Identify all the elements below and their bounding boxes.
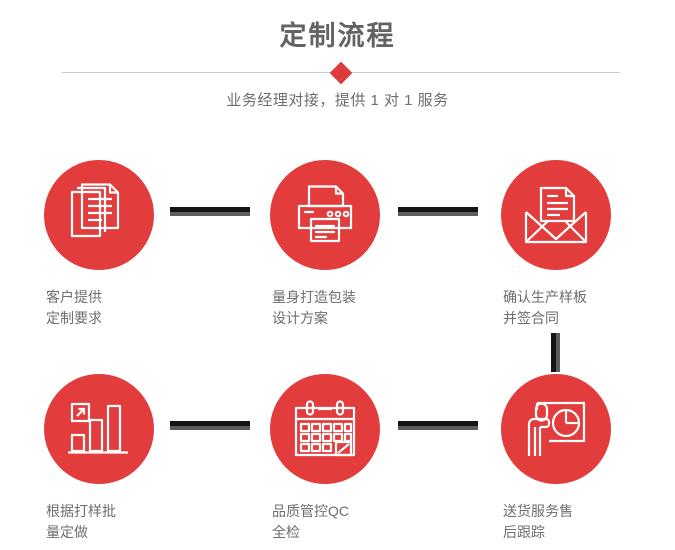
- diamond-marker-icon: [329, 61, 353, 85]
- step-6-label: 送货服务售 后跟踪: [503, 503, 573, 540]
- connector-2-3: [398, 207, 478, 216]
- step-5[interactable]: 品质管控QC 全检: [250, 374, 400, 543]
- connector-3-4: [551, 333, 560, 372]
- step-1-circle: [44, 160, 154, 270]
- step-3-label: 确认生产样板 并签合同: [503, 289, 587, 326]
- documents-stack-icon: [70, 183, 120, 238]
- step-3[interactable]: 确认生产样板 并签合同: [481, 160, 631, 329]
- connector-5-6: [398, 421, 478, 430]
- step-1[interactable]: 客户提供 定制要求: [24, 160, 174, 329]
- calendar-check-icon: [294, 400, 356, 457]
- bar-chart-growth-icon: [68, 402, 128, 454]
- connector-4-5: [170, 421, 250, 430]
- title-divider: [62, 61, 620, 85]
- page-title: 定制流程: [279, 21, 396, 51]
- step-4[interactable]: 根据打样批 量定做: [24, 374, 174, 543]
- connector-3-4-right: [556, 333, 560, 372]
- connector-4-5-bottom: [170, 426, 250, 430]
- presentation-person-pie-icon: [527, 401, 586, 456]
- step-3-circle: [501, 160, 611, 270]
- step-1-label: 客户提供 定制要求: [46, 289, 102, 326]
- step-5-label: 品质管控QC 全检: [272, 503, 349, 540]
- connector-4-5-top: [170, 421, 250, 426]
- step-6[interactable]: 送货服务售 后跟踪: [481, 374, 631, 543]
- step-2[interactable]: 量身打造包装 设计方案: [250, 160, 400, 329]
- step-4-circle: [44, 374, 154, 484]
- step-4-label: 根据打样批 量定做: [46, 503, 116, 540]
- connector-1-2-top: [170, 207, 250, 212]
- step-2-label: 量身打造包装 设计方案: [272, 289, 356, 326]
- step-5-circle: [270, 374, 380, 484]
- connector-5-6-bottom: [398, 426, 478, 430]
- connector-2-3-bottom: [398, 212, 478, 216]
- printer-icon: [297, 185, 353, 243]
- step-2-circle: [270, 160, 380, 270]
- connector-1-2: [170, 207, 250, 216]
- connector-1-2-bottom: [170, 212, 250, 216]
- connector-3-4-left: [551, 333, 556, 372]
- page-subtitle: 业务经理对接，提供 1 对 1 服务: [226, 92, 449, 109]
- connector-5-6-top: [398, 421, 478, 426]
- envelope-letter-icon: [524, 186, 588, 244]
- step-6-circle: [501, 374, 611, 484]
- connector-2-3-top: [398, 207, 478, 212]
